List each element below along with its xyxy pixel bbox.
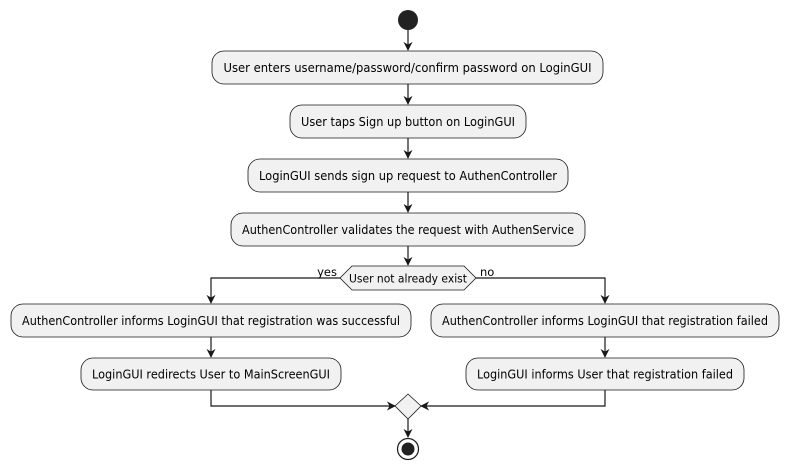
- action-label: LoginGUI redirects User to MainScreenGUI: [92, 367, 330, 382]
- action-tap-signup: User taps Sign up button on LoginGUI: [289, 104, 527, 139]
- edge-left-to-merge: [210, 390, 396, 411]
- action-label: AuthenController validates the request w…: [242, 222, 574, 237]
- action-validate: AuthenController validates the request w…: [230, 212, 586, 247]
- action-inform-failed: AuthenController informs LoginGUI that r…: [430, 303, 780, 338]
- action-label: LoginGUI informs User that registration …: [477, 367, 733, 382]
- action-enter-credentials: User enters username/password/confirm pa…: [211, 50, 604, 85]
- action-send-request: LoginGUI sends sign up request to Authen…: [247, 158, 569, 193]
- action-redirect-main: LoginGUI redirects User to MainScreenGUI: [80, 357, 342, 391]
- merge-node: [394, 393, 422, 420]
- no-branch-label: no: [480, 265, 494, 279]
- action-label: AuthenController informs LoginGUI that r…: [442, 313, 768, 328]
- edge-decision-yes: [206, 277, 340, 304]
- edges: [206, 30, 610, 438]
- action-label: User taps Sign up button on LoginGUI: [301, 114, 515, 129]
- action-user-failed: LoginGUI informs User that registration …: [465, 357, 745, 391]
- edge-right-to-merge: [420, 390, 606, 411]
- action-inform-success: AuthenController informs LoginGUI that r…: [10, 303, 412, 338]
- action-label: AuthenController informs LoginGUI that r…: [22, 313, 400, 328]
- decision-node: User not already exist: [339, 265, 477, 291]
- end-node: [396, 437, 420, 461]
- start-node: [398, 10, 418, 30]
- edge-decision-no: [476, 277, 610, 304]
- decision-condition: User not already exist: [349, 272, 467, 286]
- action-label: User enters username/password/confirm pa…: [224, 60, 592, 75]
- yes-branch-label: yes: [317, 265, 337, 279]
- action-label: LoginGUI sends sign up request to Authen…: [259, 168, 558, 183]
